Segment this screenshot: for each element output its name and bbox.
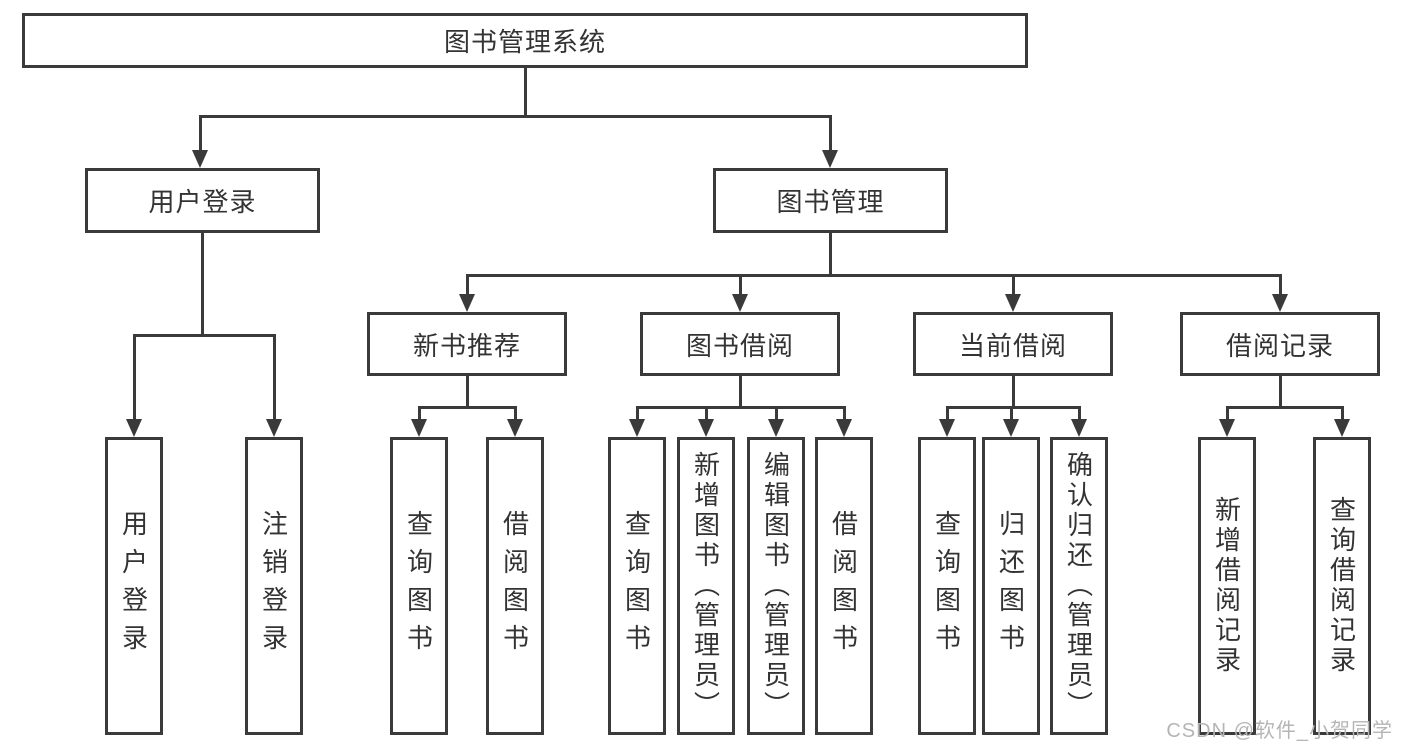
connector-line <box>704 406 708 421</box>
node-book-borrow: 图书借阅 <box>640 312 840 376</box>
arrow-down-icon <box>1071 419 1087 437</box>
arrow-down-icon <box>411 419 427 437</box>
arrow-down-icon <box>459 294 475 312</box>
connector-line <box>1225 406 1229 421</box>
node-book-management: 图书管理 <box>713 168 948 233</box>
connector-line <box>1278 274 1282 296</box>
connector-line <box>637 405 844 409</box>
leaf-label: 查询图书 <box>621 510 652 662</box>
arrow-down-icon <box>1003 419 1019 437</box>
connector-line <box>1340 406 1344 421</box>
leaf-edit-books-admin: 编辑图书（管理员） <box>747 437 805 735</box>
arrow-down-icon <box>822 150 838 168</box>
connector-line <box>842 406 846 421</box>
leaf-label: 新增图书（管理员） <box>690 451 721 721</box>
node-new-book-recommend: 新书推荐 <box>367 312 567 376</box>
leaf-label: 新增借阅记录 <box>1211 496 1242 676</box>
connector-line <box>1077 406 1081 421</box>
connector-line <box>1278 376 1282 408</box>
connector-line <box>947 405 1079 409</box>
arrow-down-icon <box>266 419 282 437</box>
leaf-label: 查询借阅记录 <box>1326 496 1357 676</box>
leaf-borrow-books-recommend: 借阅图书 <box>486 437 544 735</box>
node-borrow-records: 借阅记录 <box>1180 312 1380 376</box>
connector-line <box>1011 376 1015 408</box>
connector-line <box>774 406 778 421</box>
connector-line <box>945 406 949 421</box>
arrow-down-icon <box>1219 419 1235 437</box>
leaf-label: 查询图书 <box>931 510 962 662</box>
arrow-down-icon <box>1005 294 1021 312</box>
connector-line <box>200 114 830 118</box>
leaf-borrow-books: 借阅图书 <box>815 437 873 735</box>
arrow-down-icon <box>939 419 955 437</box>
watermark: CSDN @软件_小贺同学 <box>1166 720 1393 742</box>
leaf-confirm-return-admin: 确认归还（管理员） <box>1050 437 1108 735</box>
connector-line <box>738 376 742 408</box>
arrow-down-icon <box>192 150 208 168</box>
leaf-query-books-borrow: 查询图书 <box>608 437 666 735</box>
leaf-label: 用户登录 <box>118 510 149 662</box>
leaf-logout: 注销登录 <box>245 437 303 735</box>
connector-line <box>1009 406 1013 421</box>
arrow-down-icon <box>1334 419 1350 437</box>
connector-line <box>465 274 469 296</box>
leaf-return-books: 归还图书 <box>982 437 1040 735</box>
connector-line <box>198 115 202 152</box>
leaf-label: 借阅图书 <box>499 510 530 662</box>
connector-line <box>467 273 1280 277</box>
leaf-add-books-admin: 新增图书（管理员） <box>677 437 735 735</box>
leaf-label: 查询图书 <box>403 510 434 662</box>
leaf-add-borrow-record: 新增借阅记录 <box>1198 437 1256 735</box>
arrow-down-icon <box>836 419 852 437</box>
leaf-label: 归还图书 <box>995 510 1026 662</box>
arrow-down-icon <box>629 419 645 437</box>
node-current-borrow: 当前借阅 <box>913 312 1113 376</box>
connector-line <box>465 376 469 408</box>
connector-line <box>134 333 274 337</box>
node-library-system: 图书管理系统 <box>22 13 1028 68</box>
arrow-down-icon <box>768 419 784 437</box>
node-user-login: 用户登录 <box>85 168 320 233</box>
leaf-label: 编辑图书（管理员） <box>760 451 791 721</box>
connector-line <box>417 406 421 421</box>
connector-line <box>523 68 527 117</box>
leaf-label: 借阅图书 <box>828 510 859 662</box>
connector-line <box>132 334 136 421</box>
leaf-query-borrow-record: 查询借阅记录 <box>1313 437 1371 735</box>
leaf-query-books-current: 查询图书 <box>918 437 976 735</box>
leaf-user-login: 用户登录 <box>105 437 163 735</box>
arrow-down-icon <box>507 419 523 437</box>
leaf-query-books-recommend: 查询图书 <box>390 437 448 735</box>
connector-line <box>200 233 204 336</box>
connector-line <box>1011 274 1015 296</box>
leaf-label: 注销登录 <box>258 510 289 662</box>
connector-line <box>1227 405 1342 409</box>
connector-line <box>738 274 742 296</box>
connector-line <box>828 115 832 152</box>
connector-line <box>635 406 639 421</box>
arrow-down-icon <box>732 294 748 312</box>
arrow-down-icon <box>698 419 714 437</box>
connector-line <box>419 405 515 409</box>
arrow-down-icon <box>126 419 142 437</box>
arrow-down-icon <box>1272 294 1288 312</box>
connector-line <box>828 233 832 276</box>
leaf-label: 确认归还（管理员） <box>1063 451 1094 721</box>
connector-line <box>513 406 517 421</box>
connector-line <box>272 334 276 421</box>
